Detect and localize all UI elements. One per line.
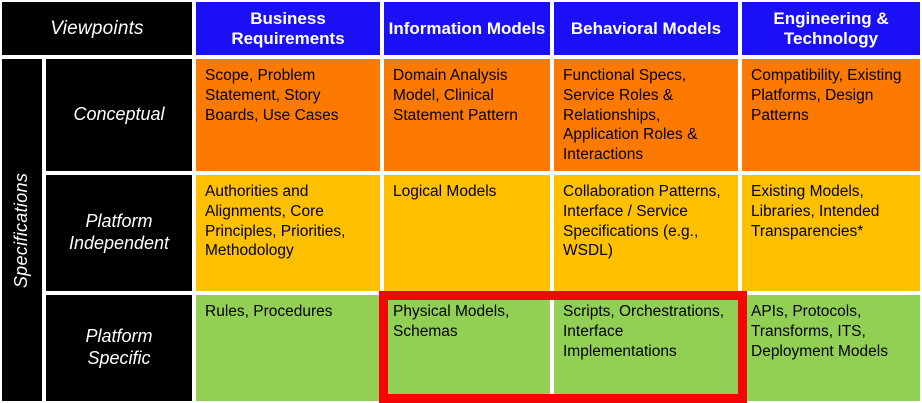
cell-platform-independent-business-requirements: Authorities and Alignments, Core Princip… — [194, 173, 382, 293]
cell-conceptual-information-models: Domain Analysis Model, Clinical Statemen… — [382, 57, 552, 173]
row-axis-label-text: Specifications — [11, 172, 32, 288]
row-header-platform-specific: Platform Specific — [44, 293, 194, 403]
cell-platform-independent-information-models: Logical Models — [382, 173, 552, 293]
row-header-conceptual: Conceptual — [44, 57, 194, 173]
column-header-information-models: Information Models — [382, 0, 552, 57]
column-header-behavioral-models: Behavioral Models — [552, 0, 740, 57]
column-header-engineering-technology: Engineering & Technology — [740, 0, 922, 57]
cell-platform-independent-behavioral-models: Collaboration Patterns, Interface / Serv… — [552, 173, 740, 293]
cell-platform-specific-engineering-technology: APIs, Protocols, Transforms, ITS, Deploy… — [740, 293, 922, 403]
column-header-business-requirements: Business Requirements — [194, 0, 382, 57]
cell-conceptual-behavioral-models: Functional Specs, Service Roles & Relati… — [552, 57, 740, 173]
cell-platform-specific-behavioral-models: Scripts, Orchestrations, Interface Imple… — [552, 293, 740, 403]
cell-conceptual-engineering-technology: Compatibility, Existing Platforms, Desig… — [740, 57, 922, 173]
row-axis-label-specifications: Specifications — [0, 57, 44, 403]
corner-header-viewpoints: Viewpoints — [0, 0, 194, 57]
cell-conceptual-business-requirements: Scope, Problem Statement, Story Boards, … — [194, 57, 382, 173]
row-header-platform-independent: Platform Independent — [44, 173, 194, 293]
cell-platform-specific-business-requirements: Rules, Procedures — [194, 293, 382, 403]
cell-platform-specific-information-models: Physical Models, Schemas — [382, 293, 552, 403]
cell-platform-independent-engineering-technology: Existing Models, Libraries, Intended Tra… — [740, 173, 922, 293]
